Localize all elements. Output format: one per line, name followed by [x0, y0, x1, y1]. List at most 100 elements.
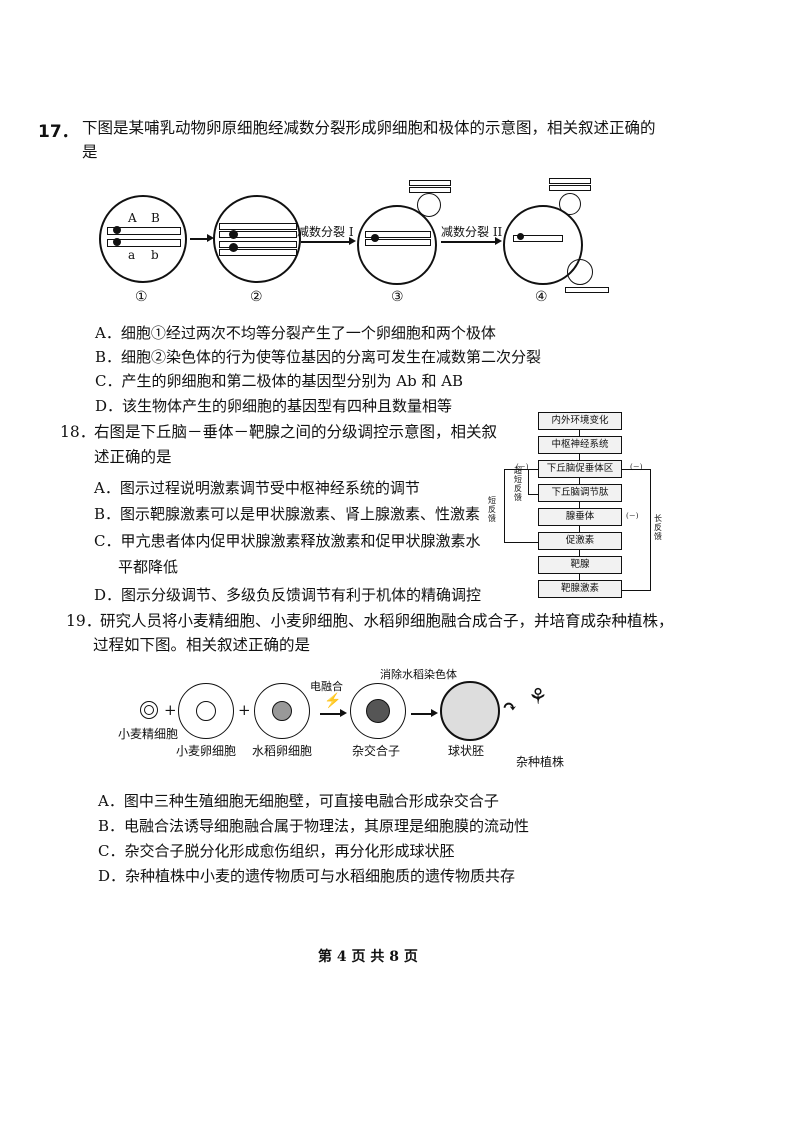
- arrow: [320, 713, 342, 715]
- q19-stem-line2: 过程如下图。相关叙述正确的是: [93, 636, 311, 654]
- arrow: [441, 241, 497, 243]
- sperm-nucleus: [144, 705, 154, 715]
- cell-2: [213, 195, 301, 283]
- cell-1: [99, 195, 187, 283]
- polar-body-2: [567, 259, 593, 285]
- polar-body-1: [417, 193, 441, 217]
- gene-B-label: B: [151, 211, 160, 225]
- q18-option-b: B．图示靶腺激素可以是甲状腺激素、肾上腺激素、性激素: [94, 505, 481, 523]
- polar-chromosome: [549, 178, 591, 184]
- lightning-icon: ⚡: [324, 693, 342, 709]
- q19-option-c: C．杂交合子脱分化形成愈伤组织，再分化形成球状胚: [98, 842, 455, 860]
- box-cns: 中枢神经系统: [538, 436, 622, 454]
- fusion-label: 电融合: [310, 680, 343, 693]
- q18-option-c-cont: 平都降低: [118, 558, 179, 576]
- connector: [579, 478, 580, 484]
- rice-egg-cell: [254, 683, 310, 739]
- minus-sign: (－): [516, 463, 529, 471]
- polar-chromosome: [409, 180, 451, 186]
- q17-option-a: A．细胞①经过两次不均等分裂产生了一个卵细胞和两个极体: [95, 324, 496, 342]
- cell-label-4: ④: [535, 289, 548, 305]
- arrowhead: [340, 709, 347, 717]
- gene-A-label: A: [128, 211, 137, 225]
- long-feedback-loop: [622, 469, 651, 591]
- q18-option-d: D．图示分级调节、多级负反馈调节有利于机体的精确调控: [94, 586, 482, 604]
- q19-option-d: D．杂种植株中小麦的遗传物质可与水稻细胞质的遗传物质共存: [98, 867, 516, 885]
- cell-3: [357, 205, 437, 285]
- chromosome: [107, 227, 181, 235]
- short-feedback-loop: [504, 469, 539, 543]
- box-env-change: 内外环境变化: [538, 412, 622, 430]
- q17-number: 17．: [38, 122, 79, 142]
- centromere: [229, 230, 238, 239]
- rice-egg-label: 水稻卵细胞: [252, 744, 313, 758]
- q19-option-b: B．电融合法诱导细胞融合属于物理法，其原理是细胞膜的流动性: [98, 817, 530, 835]
- arrowhead: [431, 709, 438, 717]
- arrowhead: [349, 237, 356, 245]
- chromatid: [365, 231, 431, 238]
- arrowhead: [207, 234, 214, 242]
- q19-number: 19．: [66, 612, 102, 630]
- box-adenohypophysis: 腺垂体: [538, 508, 622, 526]
- zygote-nucleus: [366, 699, 390, 723]
- cell-label-2: ②: [250, 289, 263, 305]
- arrowhead: [495, 237, 502, 245]
- cell-label-1: ①: [135, 289, 148, 305]
- chromatid: [219, 231, 297, 238]
- globular-embryo-label: 球状胚: [448, 744, 485, 758]
- q17-option-c: C．产生的卵细胞和第二极体的基因型分别为 Ab 和 AB: [95, 372, 464, 390]
- meiosis-1-label: 减数分裂 I: [297, 225, 354, 239]
- polar-chromosome: [565, 287, 609, 293]
- wheat-egg-cell: [178, 683, 234, 739]
- hybrid-zygote-cell: [350, 683, 406, 739]
- q18-stem-line2: 述正确的是: [94, 448, 172, 466]
- q17-option-b: B．细胞②染色体的行为使等位基因的分离可发生在减数第二次分裂: [95, 348, 542, 366]
- meiosis-2-label: 减数分裂 II: [441, 225, 503, 239]
- connector: [579, 430, 580, 436]
- wheat-sperm-cell: [140, 701, 158, 719]
- globular-embryo: [440, 681, 500, 741]
- q17-stem-line1: 下图是某哺乳动物卵原细胞经减数分裂形成卵细胞和极体的示意图，相关叙述正确的: [82, 119, 656, 137]
- arrow: [411, 713, 433, 715]
- box-target-gland: 靶腺: [538, 556, 622, 574]
- q19-option-a: A．图中三种生殖细胞无细胞壁，可直接电融合形成杂交合子: [98, 792, 499, 810]
- polar-chromosome: [409, 187, 451, 193]
- remove-rice-chromosome-label: 消除水稻染色体: [380, 668, 457, 681]
- wheat-sperm-label: 小麦精细胞: [118, 727, 179, 741]
- hybrid-zygote-label: 杂交合子: [352, 744, 401, 758]
- page-footer: 第 4 页 共 8 页: [318, 949, 418, 965]
- curved-arrow-icon: ↷: [502, 697, 518, 718]
- cell-4: [503, 205, 583, 285]
- connector: [579, 526, 580, 532]
- polar-body-1: [559, 193, 581, 215]
- chromatid: [219, 241, 297, 248]
- minus-sign: (－): [626, 512, 639, 520]
- centromere: [517, 233, 524, 240]
- q17-meiosis-figure: A B a b 减数分裂 I 减数分裂 II ① ② ③ ④: [95, 175, 655, 310]
- chromatid: [219, 223, 297, 230]
- gene-a-label: a: [128, 248, 136, 262]
- rice-egg-nucleus: [272, 701, 292, 721]
- hybrid-plant-icon: ⚘: [528, 685, 548, 710]
- q19-stem-line1: 研究人员将小麦精细胞、小麦卵细胞、水稻卵细胞融合成合子，并培育成杂种植株，: [100, 612, 674, 630]
- q18-stem-line1: 右图是下丘脑－垂体－靶腺之间的分级调控示意图，相关叙: [94, 423, 498, 441]
- q18-number: 18．: [60, 423, 96, 441]
- box-hypothalamus-zone: 下丘脑促垂体区: [538, 460, 622, 478]
- gene-b-label: b: [151, 248, 159, 262]
- chromatid: [219, 249, 297, 256]
- hybrid-plant-label: 杂种植株: [516, 755, 565, 769]
- centromere: [113, 226, 121, 234]
- box-tropic-hormone: 促激素: [538, 532, 622, 550]
- q17-stem-line2: 是: [82, 143, 98, 161]
- connector: [579, 454, 580, 460]
- q19-fusion-figure: + + 电融合 ⚡ 消除水稻染色体 ↷ ⚘ 小麦精细胞 小麦卵细胞 水稻卵细胞 …: [118, 665, 578, 775]
- box-target-hormone: 靶腺激素: [538, 580, 622, 598]
- minus-sign: (－): [630, 463, 643, 471]
- q18-regulation-diagram: 内外环境变化 中枢神经系统 下丘脑促垂体区 下丘脑调节肽 腺垂体 促激素 靶腺 …: [480, 410, 670, 600]
- plus-sign: +: [238, 701, 251, 719]
- wheat-egg-nucleus: [196, 701, 216, 721]
- arrow: [190, 238, 210, 240]
- arrow: [301, 241, 351, 243]
- q17-option-d: D．该生物体产生的卵细胞的基因型有四种且数量相等: [95, 397, 453, 415]
